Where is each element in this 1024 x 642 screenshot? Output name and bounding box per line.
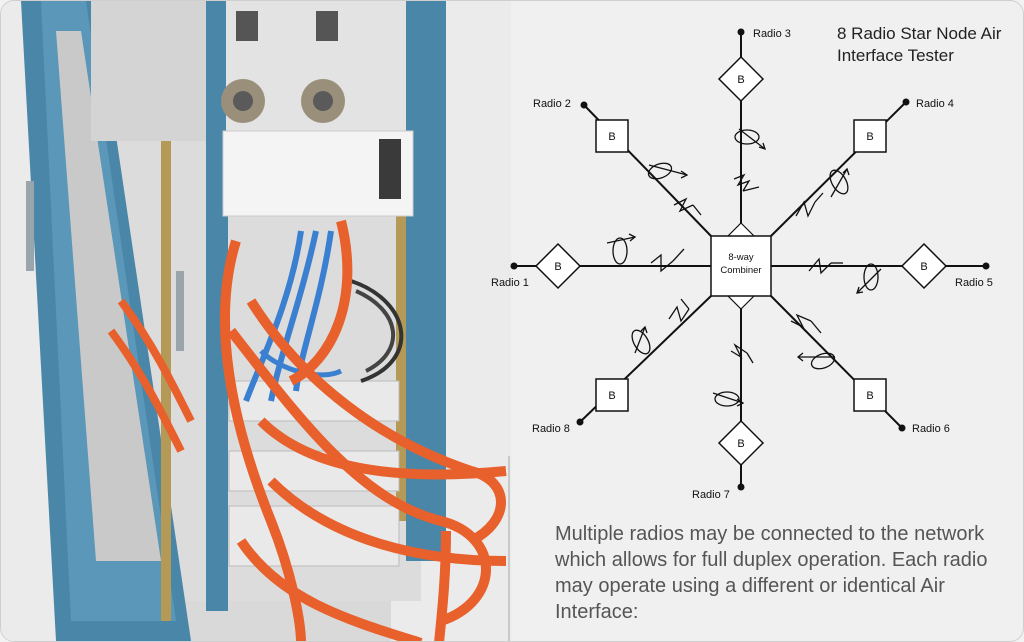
- radio-7-label: Radio 7: [692, 489, 730, 501]
- block-b-radio-1: [534, 242, 582, 290]
- block-b-radio-4: [853, 119, 887, 153]
- block-b-radio-6: [853, 378, 887, 412]
- equipment-rack-photo: [1, 1, 511, 641]
- fading-icon: [730, 343, 748, 359]
- block-b-label: B: [737, 74, 744, 86]
- block-b-label: B: [866, 131, 873, 143]
- radio-1-label: Radio 1: [491, 277, 529, 289]
- fading-icon: [795, 200, 816, 218]
- polarization-icon: [714, 391, 740, 407]
- fading-icon: [668, 305, 690, 323]
- block-b-label: B: [554, 261, 561, 273]
- block-b-radio-8: [595, 378, 629, 412]
- block-b-radio-3: [717, 55, 765, 103]
- radio-4-label: Radio 4: [916, 98, 954, 110]
- star-node-diagram: B B B B B B B B 8-way Combiner: [491, 28, 993, 501]
- fading-icon: [733, 173, 751, 192]
- fading-icon: [808, 257, 832, 275]
- fading-icon: [673, 197, 694, 213]
- radio-2-node: [580, 101, 588, 109]
- block-b-label: B: [920, 261, 927, 273]
- block-b-radio-5: [900, 242, 948, 290]
- polarization-icon: [829, 169, 849, 195]
- combiner-label-line1: 8-way: [728, 252, 754, 263]
- radio-6-node: [898, 424, 906, 432]
- polarization-icon: [734, 129, 760, 145]
- radio-5-node: [982, 262, 990, 270]
- radio-2-label: Radio 2: [533, 98, 571, 110]
- polarization-icon: [612, 237, 628, 265]
- radio-1-node: [510, 262, 518, 270]
- radio-3-label: Radio 3: [753, 28, 791, 40]
- radio-6-label: Radio 6: [912, 423, 950, 435]
- radio-8-node: [576, 418, 584, 426]
- diagram-title: 8 Radio Star Node Air Interface Tester: [837, 24, 1002, 65]
- block-b-label: B: [608, 131, 615, 143]
- block-b-label: B: [737, 438, 744, 450]
- caption-text: Multiple radios may be connected to the …: [555, 523, 988, 623]
- radio-8-label: Radio 8: [532, 423, 570, 435]
- radio-3-node: [737, 28, 745, 36]
- fading-icon: [650, 253, 674, 273]
- polarization-icon: [631, 329, 651, 355]
- block-b-radio-2: [595, 119, 629, 153]
- block-b-radio-7: [717, 419, 765, 467]
- radio-5-label: Radio 5: [955, 277, 993, 289]
- combiner-label-line2: Combiner: [720, 265, 761, 276]
- radio-7-node: [737, 483, 745, 491]
- combiner: 8-way Combiner: [710, 222, 772, 310]
- block-b-label: B: [866, 390, 873, 402]
- polarization-icon: [810, 352, 836, 370]
- block-b-label: B: [608, 390, 615, 402]
- radio-4-node: [902, 98, 910, 106]
- fading-icon: [790, 313, 812, 329]
- polarization-icon: [863, 263, 879, 291]
- polarization-icon: [647, 162, 673, 180]
